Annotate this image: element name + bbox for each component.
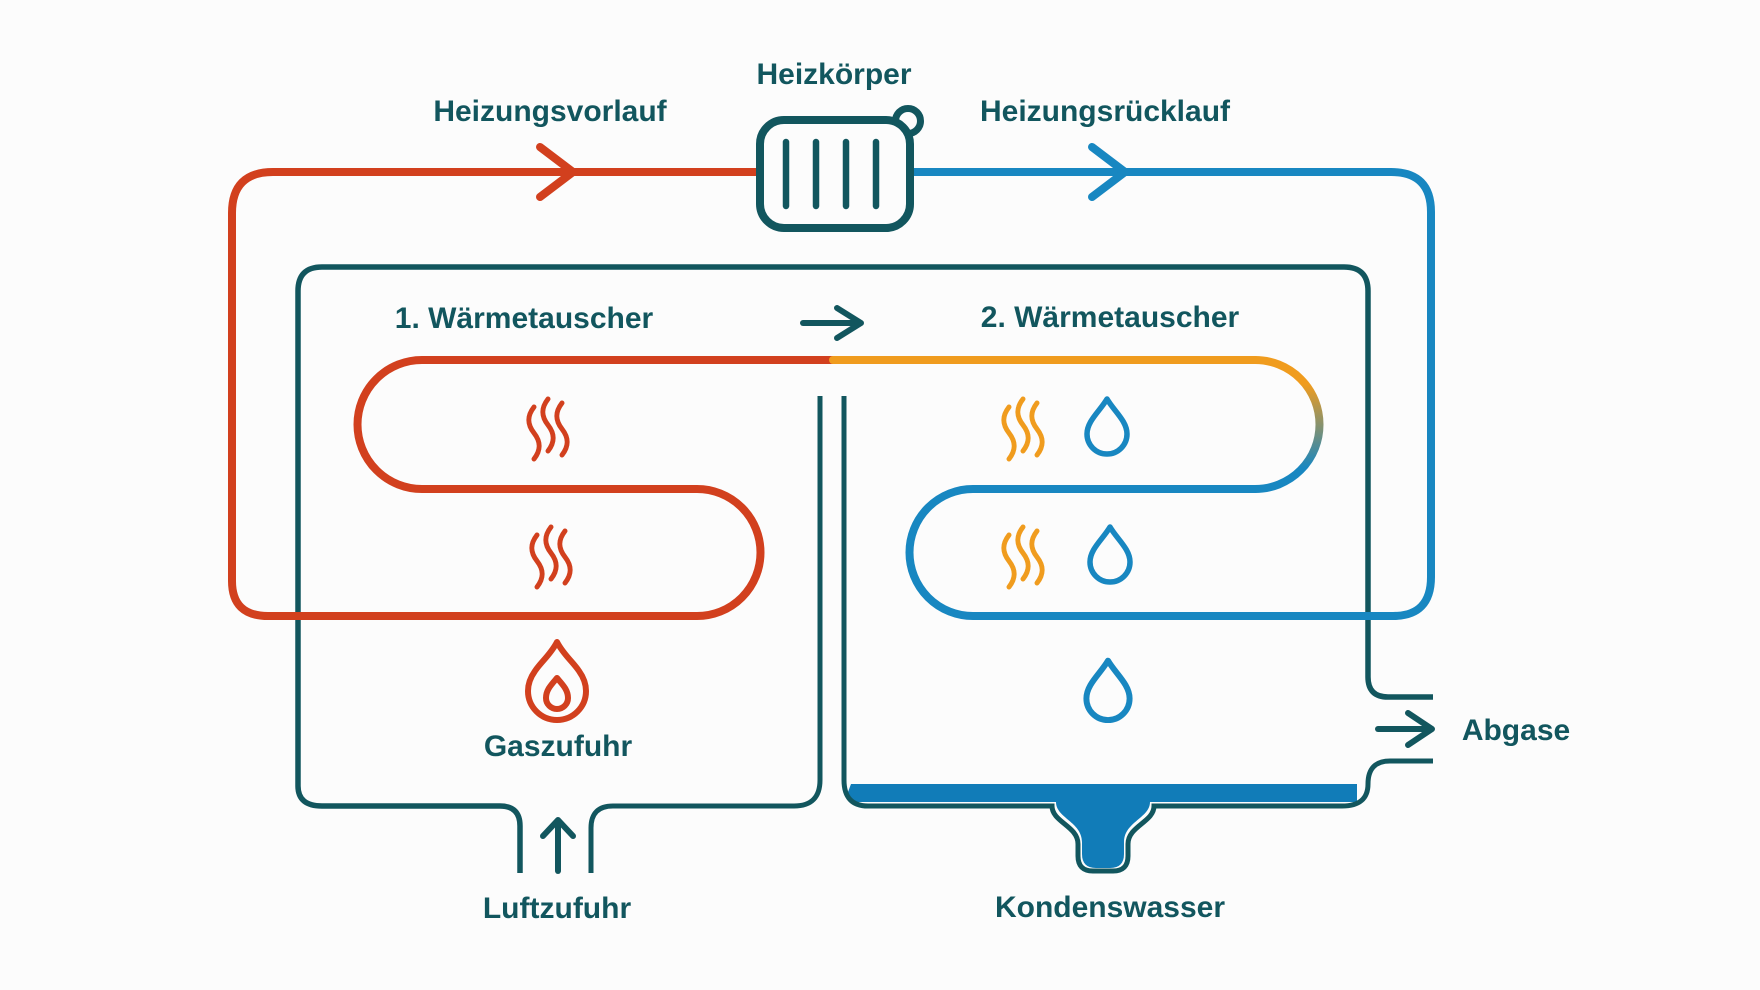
radiator-body (756, 116, 914, 232)
heat-waves-icon (1001, 396, 1045, 462)
label-radiator: Heizkörper (756, 58, 911, 91)
water-drop-icon (1083, 657, 1133, 724)
supply-arrow-icon (536, 143, 577, 201)
condensate-water-fill (848, 784, 1357, 868)
label-gas-supply: Gaszufuhr (484, 730, 633, 763)
label-exhaust: Abgase (1462, 714, 1570, 747)
label-heat-exchanger-2: 2. Wärmetauscher (981, 301, 1240, 334)
flame-icon (525, 639, 589, 723)
label-condensate: Kondenswasser (995, 891, 1225, 924)
label-supply: Heizungsvorlauf (433, 95, 667, 128)
flow-arrow-icon (800, 305, 864, 341)
radiator-icon (756, 105, 924, 232)
return-pipe-cold (905, 168, 1435, 620)
air-arrow-icon (540, 817, 576, 874)
radiator-fins (782, 138, 880, 210)
label-heat-exchanger-1: 1. Wärmetauscher (395, 302, 654, 335)
water-drop-icon (1087, 524, 1133, 585)
exhaust-arrow-icon (1375, 710, 1435, 748)
heat-waves-icon (529, 524, 573, 590)
return-arrow-icon (1088, 143, 1129, 201)
pipe-temperature-transition (1251, 356, 1324, 493)
label-return: Heizungsrücklauf (980, 95, 1231, 128)
condensing-chamber-outline (841, 396, 1433, 874)
heat-waves-icon (526, 396, 570, 462)
heat-waves-icon (1001, 524, 1045, 590)
water-drop-icon (1084, 396, 1130, 457)
label-air-supply: Luftzufuhr (483, 892, 632, 925)
combustion-chamber-partition (588, 396, 823, 873)
supply-pipe-hot (228, 168, 837, 620)
boiler-housing-outline (295, 264, 1433, 873)
